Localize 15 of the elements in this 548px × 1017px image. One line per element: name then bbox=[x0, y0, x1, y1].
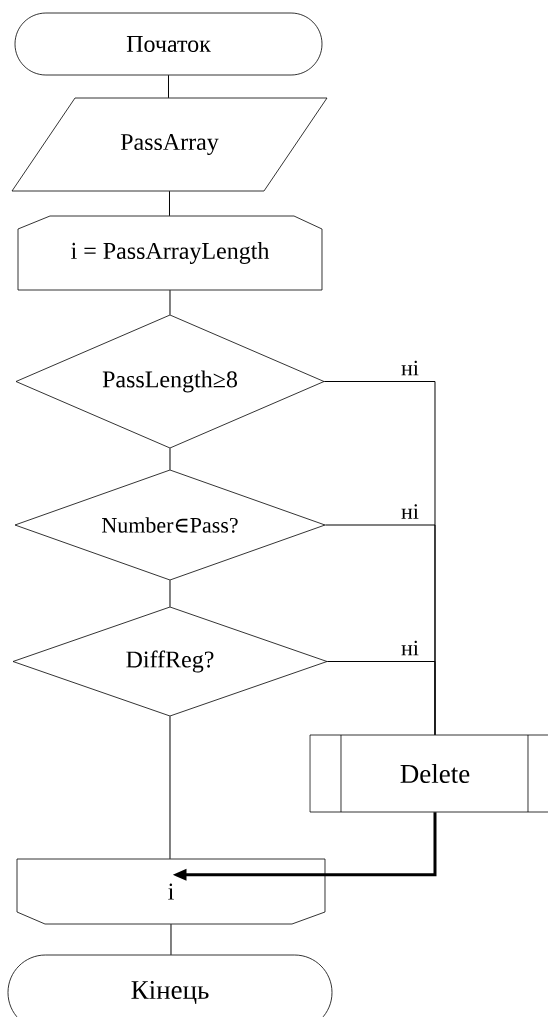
connector-line bbox=[169, 447, 171, 471]
loop-end-box: i bbox=[16, 858, 326, 925]
connector-line bbox=[170, 923, 172, 956]
connector-line bbox=[169, 579, 171, 608]
edge-label: ні bbox=[400, 359, 420, 377]
edge-label: ні bbox=[400, 503, 420, 520]
connector-line bbox=[326, 661, 436, 736]
connector-line bbox=[168, 74, 169, 99]
connector-line bbox=[169, 190, 170, 217]
edge-label: ні bbox=[400, 639, 420, 657]
connector-line bbox=[169, 289, 171, 316]
input-parallelogram: PassArray bbox=[11, 97, 328, 192]
connector-line bbox=[169, 715, 171, 860]
subroutine-box: Delete bbox=[309, 734, 548, 813]
loop-start-box: i = PassArrayLength bbox=[17, 215, 323, 291]
